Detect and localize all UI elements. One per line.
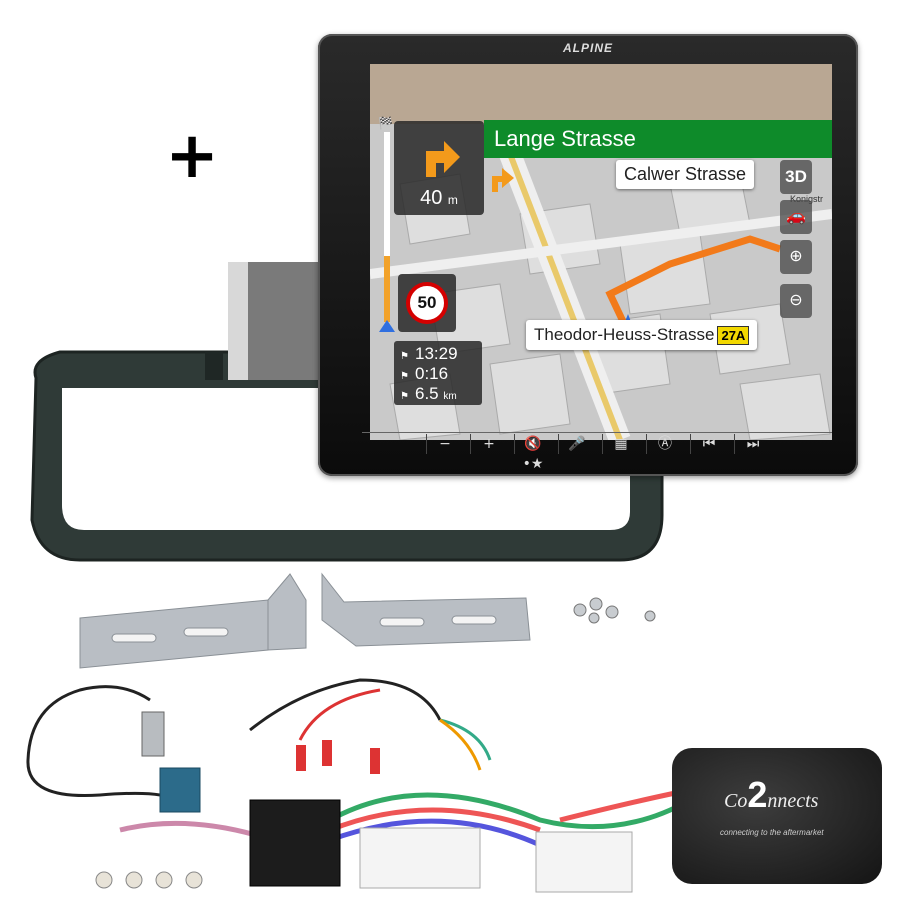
turn-right-arrow-icon [426, 141, 460, 177]
antenna-adapter [26, 685, 177, 802]
progress-position-icon [379, 320, 395, 332]
zoom-in-icon[interactable]: ⊕ [780, 240, 812, 274]
iso-connector [249, 799, 341, 887]
turn-distance-unit: m [447, 193, 458, 207]
arrival-flag-icon: ⚑ [400, 351, 409, 362]
volume-down-button[interactable]: − [426, 434, 463, 454]
plus-sign: + [165, 119, 219, 193]
previous-track-button[interactable]: ⏮ [690, 434, 727, 454]
side-street-label: Konigstr [790, 194, 824, 204]
route-progress-bar [384, 132, 390, 322]
left-bracket [79, 573, 307, 669]
menu-button[interactable]: ▦ [602, 434, 639, 454]
connects2-logo: Co2nnects [724, 774, 819, 815]
distance-remaining: 6.5 [415, 384, 439, 403]
nav-button[interactable]: Ⓐ [646, 434, 683, 454]
mute-button[interactable]: 🔇•★ [514, 434, 551, 472]
clock-flag-icon: ⚑ [400, 371, 409, 382]
navigation-screen[interactable]: Lange Strasse 40 m Calwer Strasse Theodo… [370, 64, 832, 440]
route-progress-fill [384, 255, 390, 322]
distance-flag-icon: ⚑ [400, 391, 409, 402]
time-remaining: 0:16 [415, 364, 449, 383]
steering-interface-box: Co2nnects connecting to the aftermarket [672, 748, 882, 884]
cross-street-label: Calwer Strasse [616, 160, 755, 189]
finish-flag-icon: 🏁 [378, 116, 393, 130]
patch-leads [249, 678, 492, 771]
speed-limit-panel: 50 [398, 274, 456, 332]
turn-indicator: 40 m [394, 121, 484, 215]
brand-logo: ALPINE [562, 41, 613, 55]
view-mode-3d-button[interactable]: 3D [780, 160, 812, 194]
zoom-out-icon[interactable]: ⊖ [780, 284, 812, 318]
next-turn-arrow-icon [492, 168, 514, 192]
head-unit: ALPINE Lange Strasse [318, 34, 858, 476]
arrival-time: 13:29 [415, 344, 458, 363]
route-number-badge: 27A [717, 326, 750, 345]
hardware-button-bar: − + 🔇•★ 🎤 ▦ Ⓐ ⏮ ⏭ [426, 434, 776, 472]
right-bracket [321, 572, 531, 647]
current-street-name: Theodor-Heuss-Strasse [534, 325, 715, 344]
vehicle-plug-a [359, 827, 481, 889]
distance-remaining-unit: km [443, 391, 457, 402]
vehicle-plug-b [535, 831, 633, 893]
trip-info-panel[interactable]: ⚑ 13:29 ⚑ 0:16 ⚑ 6.5 km [394, 341, 482, 405]
turn-distance: 40 [420, 187, 443, 209]
voice-button[interactable]: 🎤 [558, 434, 595, 454]
button-bar-light [362, 432, 832, 433]
interface-tagline: connecting to the aftermarket [720, 828, 824, 837]
route-line [605, 235, 782, 334]
screws [573, 597, 656, 624]
volume-up-button[interactable]: + [470, 434, 507, 454]
speed-limit-sign: 50 [406, 282, 448, 324]
next-track-button[interactable]: ⏭ [734, 434, 771, 454]
next-street-banner: Lange Strasse [484, 120, 832, 158]
traffic-icon[interactable]: 🚗 [780, 200, 812, 234]
